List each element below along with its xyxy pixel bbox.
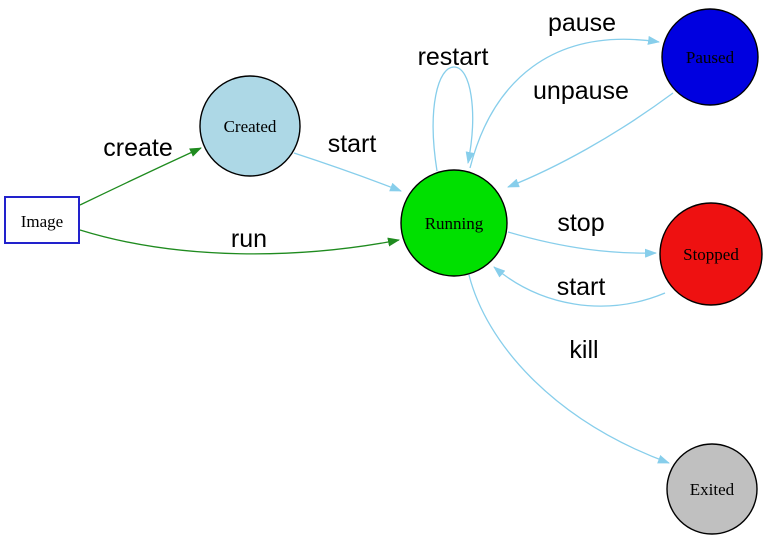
edge-run-label: run <box>231 225 267 253</box>
edge-unpause-label: unpause <box>533 77 629 105</box>
edge-run-line <box>79 229 400 255</box>
edge-run: run <box>79 225 400 255</box>
running-node-circle <box>400 169 508 277</box>
edge-create-line <box>79 147 202 206</box>
edge-stop-label: stop <box>557 209 604 237</box>
node-exited: Exited <box>666 443 758 535</box>
stopped-node-circle <box>659 202 763 306</box>
paused-node-label: Paused <box>686 48 735 67</box>
edge-start-top-label: start <box>328 130 377 158</box>
stopped-node-label: Stopped <box>683 245 739 264</box>
edge-pause-line <box>469 35 660 169</box>
edge-kill-label: kill <box>569 336 598 364</box>
edge-kill-line <box>468 274 670 464</box>
edge-start-top-line <box>293 152 402 192</box>
edge-pause: pause <box>469 9 660 169</box>
exited-node-label: Exited <box>690 480 735 499</box>
edge-create: create <box>79 134 202 206</box>
running-node-label: Running <box>425 214 484 233</box>
node-created: Created <box>199 75 301 177</box>
image-node-rect <box>4 196 80 244</box>
edge-restart-line <box>432 66 475 172</box>
edge-stop: stop <box>507 209 657 258</box>
created-node-circle <box>199 75 301 177</box>
edge-start-bottom-line <box>493 266 666 307</box>
edge-start-created-running: start <box>293 130 402 192</box>
node-image: Image <box>4 196 80 244</box>
edge-unpause: unpause <box>507 77 674 188</box>
edge-restart-self-loop: restart <box>418 43 489 172</box>
exited-node-circle <box>666 443 758 535</box>
edge-kill: kill <box>468 274 670 464</box>
created-node-label: Created <box>224 117 277 136</box>
edge-create-label: create <box>103 134 172 162</box>
edge-start-stopped-running: start <box>493 266 666 307</box>
edge-unpause-line <box>507 92 674 188</box>
node-stopped: Stopped <box>659 202 763 306</box>
node-paused: Paused <box>661 8 759 106</box>
edge-stop-line <box>507 231 657 258</box>
edge-pause-label: pause <box>548 9 616 37</box>
edge-start-bottom-label: start <box>557 273 606 301</box>
image-node-label: Image <box>21 212 63 231</box>
node-running: Running <box>400 169 508 277</box>
edge-restart-label: restart <box>418 43 489 71</box>
paused-node-circle <box>661 8 759 106</box>
